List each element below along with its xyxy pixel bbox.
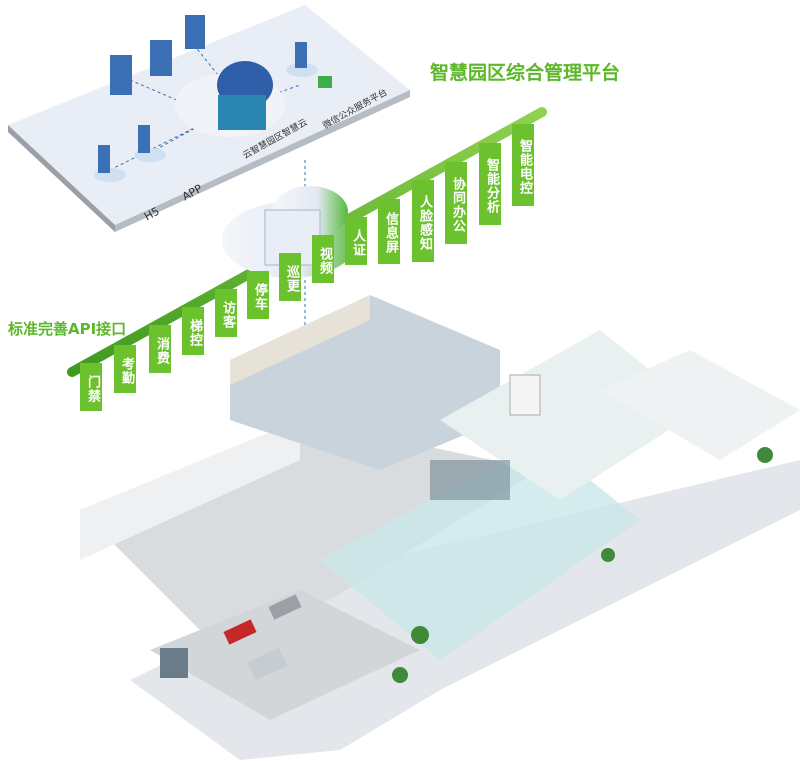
module-tag-9: 人证 — [345, 216, 367, 265]
server-icon — [110, 15, 205, 95]
module-tag-5: 访客 — [215, 288, 237, 337]
module-tag-11: 人脸感知 — [412, 179, 434, 262]
module-tag-10: 信息屏 — [378, 198, 400, 264]
module-tag-7: 巡更 — [279, 253, 301, 302]
cloud-server-icon — [175, 61, 285, 137]
platform-title: 智慧园区综合管理平台 — [430, 62, 621, 84]
module-tag-12: 协同办公 — [445, 161, 467, 244]
module-tag-3: 消费 — [149, 325, 171, 374]
module-tag-1: 门禁 — [80, 363, 102, 412]
module-tag-14: 智能电控 — [512, 124, 534, 207]
module-tag-2: 考勤 — [114, 344, 136, 393]
module-tag-8: 视频 — [312, 235, 334, 284]
user-terminal-icon — [94, 42, 332, 182]
api-label: 标准完善API接口 — [8, 320, 127, 338]
module-tag-6: 停车 — [247, 271, 269, 320]
module-tag-13: 智能分析 — [479, 142, 501, 225]
park-floorplan — [80, 295, 800, 760]
module-tag-4: 梯控 — [182, 306, 204, 355]
